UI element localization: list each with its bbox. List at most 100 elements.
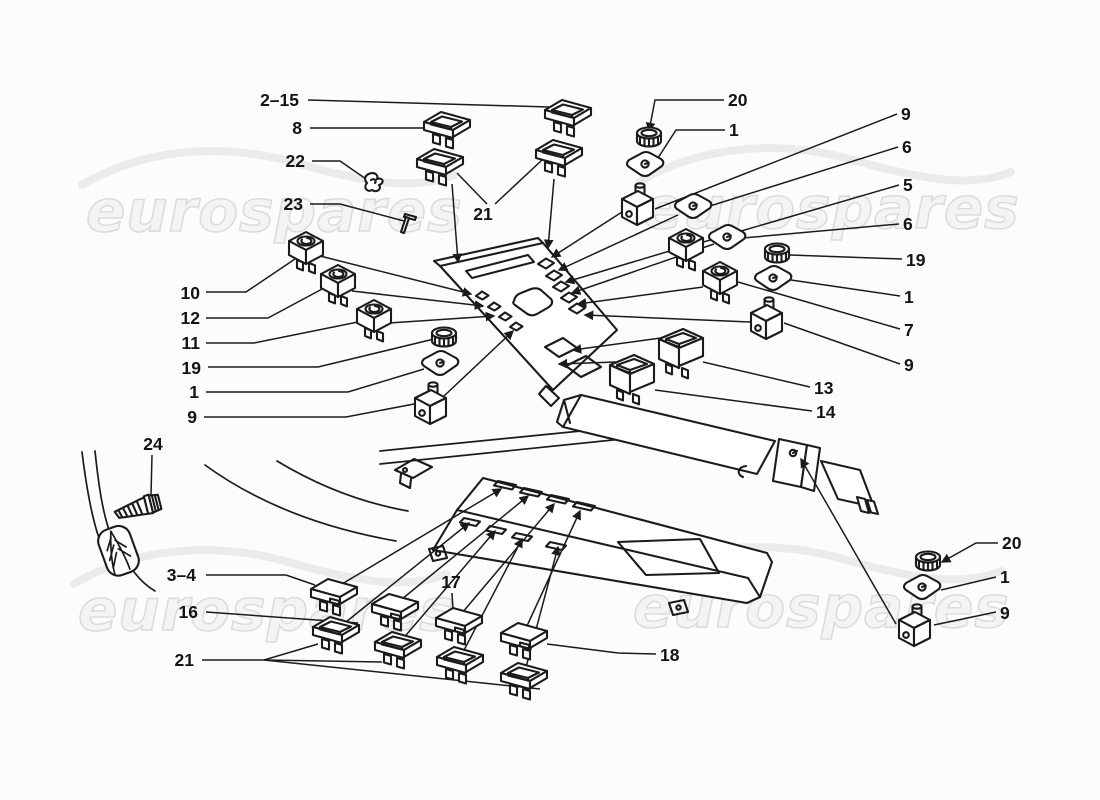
- part-label-16: 16: [179, 602, 199, 622]
- screw-24: [111, 491, 163, 524]
- knob-19-left: [430, 326, 458, 348]
- part-label-5: 5: [903, 175, 913, 195]
- leader-21: [494, 159, 543, 205]
- part-label-10: 10: [181, 283, 201, 303]
- knob-20-bottom: [914, 550, 942, 572]
- part-label-13: 13: [814, 378, 834, 398]
- clip-22: [364, 172, 384, 193]
- leader-10: [206, 258, 296, 293]
- leader-13: [702, 361, 811, 388]
- part-label-12: 12: [181, 308, 201, 328]
- part-label-9: 9: [904, 355, 914, 375]
- part-label-19: 19: [906, 250, 926, 270]
- leader-lines-layer: [150, 99, 998, 690]
- bezel-switch-14: [608, 353, 656, 406]
- mount-arrow: [400, 529, 496, 642]
- mount-arrow: [351, 290, 485, 310]
- leader-20: [940, 542, 998, 563]
- rocker-cap-21-c: [499, 661, 549, 701]
- part-label-18: 18: [660, 645, 680, 665]
- leader-7: [737, 281, 901, 330]
- leader-1: [940, 576, 997, 591]
- part-label-9: 9: [187, 407, 197, 427]
- leader-9: [933, 611, 997, 626]
- leader-18: [546, 643, 657, 655]
- leader-21: [263, 659, 541, 690]
- mount-arrow: [543, 178, 555, 250]
- part-label-21: 21: [473, 204, 493, 224]
- leader-21: [202, 643, 319, 661]
- toggle-switch-9-right: [749, 296, 784, 341]
- part-label-8: 8: [292, 118, 302, 138]
- rocker-cap-8: [422, 110, 472, 150]
- watermark-swoosh: [635, 144, 1015, 186]
- part-label-24: 24: [143, 434, 163, 454]
- support-strap-bracket: [555, 393, 880, 516]
- leader-22: [312, 160, 367, 180]
- center-console: [393, 457, 774, 617]
- leader-3–4: [206, 574, 316, 586]
- mount-arrow: [388, 311, 496, 324]
- static-artwork: [81, 236, 880, 617]
- mount-arrow: [451, 183, 463, 264]
- leader-12: [206, 287, 325, 319]
- leader-6: [742, 223, 900, 239]
- part-label-1: 1: [729, 120, 739, 140]
- mount-arrow: [583, 310, 751, 323]
- rocker-cap-21-a: [373, 630, 423, 670]
- part-label-22: 22: [286, 151, 306, 171]
- leader-21: [263, 659, 383, 663]
- mount-arrow: [319, 255, 473, 297]
- part-label-9: 9: [1000, 603, 1010, 623]
- rocker-cap-2-15: [543, 98, 593, 138]
- leader-24: [150, 454, 153, 496]
- part-label-1: 1: [1000, 567, 1010, 587]
- mount-arrow: [576, 286, 704, 308]
- push-switch-12: [319, 263, 357, 308]
- knob-19-right: [763, 242, 791, 264]
- mount-arrow: [341, 488, 503, 585]
- part-label-21: 21: [175, 650, 195, 670]
- rocker-cap-18: [499, 621, 549, 661]
- leader-23: [310, 203, 405, 222]
- mount-arrow: [557, 214, 679, 271]
- push-switch-11: [355, 298, 393, 343]
- part-label-23: 23: [284, 194, 304, 214]
- leader-6: [709, 146, 899, 207]
- part-label-20: 20: [728, 90, 748, 110]
- part-label-11: 11: [182, 333, 201, 353]
- leader-1: [657, 129, 725, 159]
- mount-arrow: [340, 522, 471, 627]
- mount-arrow: [461, 502, 555, 614]
- mount-arrow: [571, 337, 662, 354]
- brake-pedal: [81, 450, 156, 592]
- leader-1: [790, 279, 901, 297]
- part-label-2–15: 2–15: [260, 90, 299, 110]
- watermark-swoosh: [78, 147, 458, 189]
- watermark-text: eurospares: [86, 177, 463, 245]
- mount-arrow: [800, 457, 897, 625]
- leader-14: [654, 389, 813, 412]
- mount-arrow: [460, 537, 523, 657]
- part-label-19: 19: [182, 358, 202, 378]
- knob-20-top: [635, 126, 663, 148]
- part-label-1: 1: [904, 287, 914, 307]
- mount-arrow: [525, 509, 581, 629]
- bezel-switch-13: [657, 327, 705, 380]
- mount-arrow: [550, 211, 623, 258]
- washer-1-right: [753, 264, 793, 292]
- leader-20: [645, 99, 724, 133]
- part-label-6: 6: [902, 137, 912, 157]
- part-label-3–4: 3–4: [167, 565, 196, 585]
- leader-21: [456, 172, 488, 205]
- part-label-9: 9: [901, 104, 911, 124]
- push-switch-7: [701, 260, 739, 305]
- switch-panel-plate: [432, 236, 619, 408]
- mount-arrow: [401, 495, 530, 600]
- leader-9: [783, 322, 901, 365]
- part-label-14: 14: [816, 402, 836, 422]
- part-label-7: 7: [904, 320, 914, 340]
- leader-19: [789, 254, 903, 260]
